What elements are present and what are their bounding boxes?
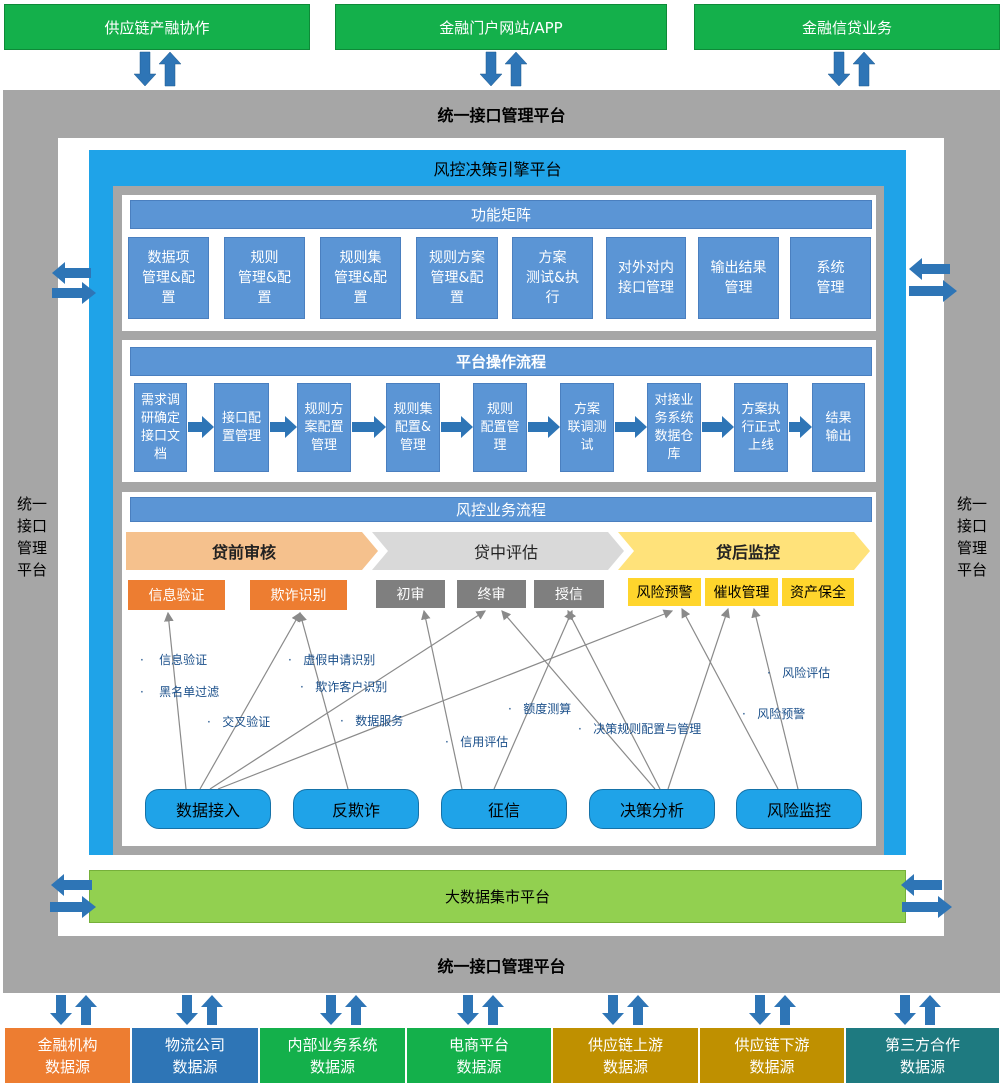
fm-item-data: 数据项管理&配置 — [128, 237, 209, 319]
left-bigdata-arrows — [50, 874, 96, 918]
stage-mid-label: 贷中评估 — [473, 543, 538, 562]
annot-false-apply: · 虚假申请识别 — [288, 653, 376, 667]
fm-item-output: 输出结果管理 — [698, 237, 779, 319]
flow-step-8: 方案执行正式上线 — [734, 383, 788, 472]
annot-cross-verify: · 交叉验证 — [207, 715, 271, 729]
top-connector-arrows — [133, 51, 876, 87]
data-source-ecommerce: 电商平台数据源 — [406, 1027, 552, 1084]
annot-data-service: · 数据服务 — [340, 714, 404, 728]
source-anti-fraud: 反欺诈 — [293, 789, 419, 829]
interface-platform-bottom-title: 统一接口管理平台 — [437, 957, 566, 976]
source-credit: 征信 — [441, 789, 567, 829]
stage-pre-shape — [126, 532, 378, 570]
fm-item-scheme-test: 方案测试&执行 — [512, 237, 593, 319]
data-source-downstream: 供应链下游数据源 — [699, 1027, 845, 1084]
stage-chevrons — [126, 532, 870, 570]
flow-step-5: 规则配置管理 — [473, 383, 527, 472]
platform-flow-title: 平台操作流程 — [130, 347, 872, 376]
data-source-financial: 金融机构数据源 — [4, 1027, 131, 1084]
stage-post-shape — [618, 532, 870, 570]
channel-supply-chain: 供应链产融协作 — [4, 4, 310, 50]
left-engine-arrows — [52, 262, 96, 304]
function-matrix-title: 功能矩阵 — [130, 200, 872, 229]
stage-pre-label: 贷前审核 — [211, 543, 276, 562]
interface-platform-top-title: 统一接口管理平台 — [437, 106, 566, 125]
annot-quota-calc: · 额度测算 — [508, 702, 572, 716]
fm-item-system: 系统管理 — [790, 237, 871, 319]
annot-credit-eval: · 信用评估 — [445, 735, 509, 749]
tag-risk-warning: 风险预警 — [628, 578, 701, 606]
data-source-logistics: 物流公司数据源 — [131, 1027, 259, 1084]
interface-platform-right-label: 统一 接口 管理 平台 — [956, 495, 987, 579]
tag-collection: 催收管理 — [705, 578, 778, 606]
source-data-access: 数据接入 — [145, 789, 271, 829]
bottom-connector-arrows — [50, 995, 941, 1025]
channel-credit-business: 金融信贷业务 — [694, 4, 1000, 50]
annot-fraud-customer: · 欺诈客户识别 — [300, 680, 388, 694]
stage-mid-shape — [372, 532, 624, 570]
fm-item-rule-scheme: 规则方案管理&配置 — [416, 237, 498, 319]
annot-blacklist: · 黑名单过滤 — [140, 685, 220, 699]
annot-risk-warning: · 风险预警 — [742, 707, 806, 721]
right-bigdata-arrows — [901, 874, 952, 918]
tag-info-verify: 信息验证 — [128, 580, 225, 610]
flow-step-9: 结果输出 — [812, 383, 865, 472]
tag-fraud-identify: 欺诈识别 — [250, 580, 347, 610]
source-decision-analysis: 决策分析 — [589, 789, 715, 829]
tag-first-review: 初审 — [376, 580, 445, 608]
right-engine-arrows — [909, 258, 957, 302]
tag-final-review: 终审 — [457, 580, 526, 608]
bigdata-platform: 大数据集市平台 — [89, 870, 906, 923]
data-source-internal: 内部业务系统数据源 — [259, 1027, 406, 1084]
flow-step-7: 对接业务系统数据仓库 — [647, 383, 701, 472]
fm-item-ruleset: 规则集管理&配置 — [320, 237, 401, 319]
data-source-upstream: 供应链上游数据源 — [552, 1027, 699, 1084]
annot-info-verify: · 信息验证 — [140, 653, 208, 667]
channel-portal-app: 金融门户网站/APP — [335, 4, 667, 50]
tag-asset-preserve: 资产保全 — [782, 578, 854, 606]
data-source-third-party: 第三方合作数据源 — [845, 1027, 1000, 1084]
annot-risk-eval: · 风险评估 — [767, 666, 831, 680]
source-risk-monitor: 风险监控 — [736, 789, 862, 829]
flow-step-6: 方案联调测试 — [560, 383, 614, 472]
fm-item-interface: 对外对内接口管理 — [606, 237, 686, 319]
business-flow-title: 风控业务流程 — [130, 497, 872, 522]
flow-step-1: 需求调研确定接口文档 — [134, 383, 187, 472]
annot-decision-rules: · 决策规则配置与管理 — [578, 722, 702, 736]
tag-credit-grant: 授信 — [534, 580, 604, 608]
flow-step-3: 规则方案配置管理 — [297, 383, 351, 472]
engine-platform-title: 风控决策引擎平台 — [433, 160, 562, 179]
flow-step-2: 接口配置管理 — [214, 383, 269, 472]
flow-step-4: 规则集配置&管理 — [386, 383, 440, 472]
interface-platform-left-label: 统一 接口 管理 平台 — [16, 495, 47, 579]
fm-item-rule: 规则管理&配置 — [224, 237, 305, 319]
stage-post-label: 贷后监控 — [715, 543, 780, 562]
